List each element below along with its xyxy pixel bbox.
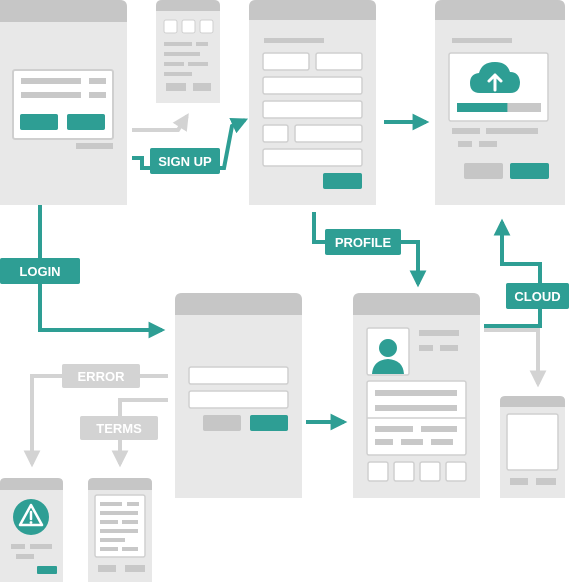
connector-main-to-preview: [132, 113, 189, 132]
label-profile: PROFILE: [325, 229, 401, 255]
screen-error: [0, 478, 63, 582]
screen-main: [0, 0, 127, 205]
connector-profile-to-mobile: [484, 328, 547, 388]
button: [20, 114, 58, 130]
label-sign-up-text: SIGN UP: [158, 154, 212, 169]
screen-mobile: [500, 396, 565, 498]
button: [464, 163, 503, 179]
label-terms: TERMS: [80, 416, 158, 440]
label-cloud-text: CLOUD: [514, 289, 560, 304]
label-error: ERROR: [62, 364, 140, 388]
label-terms-text: TERMS: [96, 421, 142, 436]
connector-cloud: [484, 218, 542, 328]
label-profile-text: PROFILE: [335, 235, 392, 250]
user-avatar-icon: [372, 339, 404, 374]
screen-signup-form: [249, 0, 376, 205]
button: [67, 114, 105, 130]
label-cloud: CLOUD: [506, 283, 569, 309]
button: [510, 163, 549, 179]
button: [323, 173, 362, 189]
label-login: LOGIN: [0, 258, 80, 284]
connector-terms: [111, 398, 168, 468]
button: [250, 415, 288, 431]
screen-login-form: [175, 293, 302, 498]
label-login-text: LOGIN: [19, 264, 60, 279]
screen-preview: [156, 0, 220, 103]
button: [203, 415, 241, 431]
label-sign-up: SIGN UP: [150, 148, 220, 174]
upload-progress-bar: [457, 103, 541, 112]
cloud-upload-icon: [470, 62, 520, 93]
warning-icon: [13, 499, 49, 535]
label-error-text: ERROR: [78, 369, 126, 384]
screen-terms: [88, 478, 152, 582]
button: [37, 566, 57, 574]
screen-upload: [435, 0, 565, 205]
screen-profile: [353, 293, 480, 498]
